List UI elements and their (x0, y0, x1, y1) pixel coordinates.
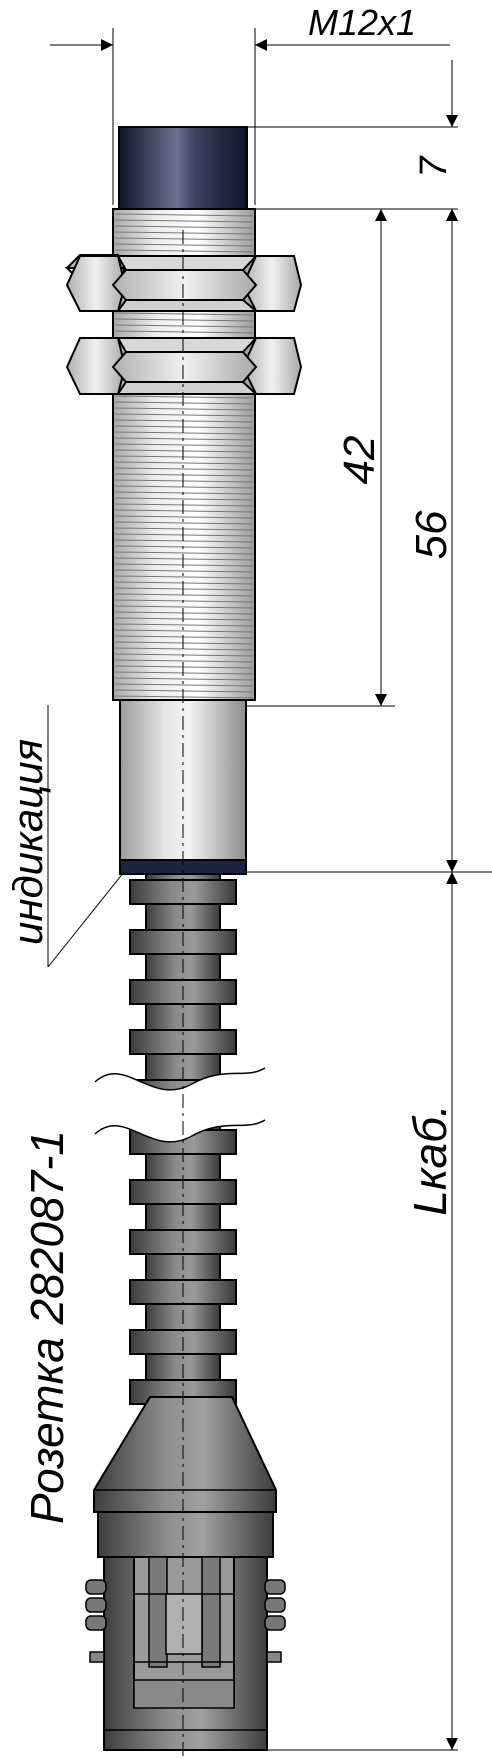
thread-lines (114, 213, 254, 699)
thread-line (114, 617, 254, 621)
break-mark (95, 1068, 265, 1142)
thread-line (114, 491, 254, 495)
thread-line (114, 473, 254, 477)
thread-line (114, 497, 254, 501)
thread-line (114, 219, 254, 223)
thread-line (114, 647, 254, 651)
dim-56-label: 56 (407, 510, 456, 559)
thread-line (114, 635, 254, 639)
thread-line (114, 437, 254, 441)
thread-line (114, 557, 254, 561)
thread-line (114, 407, 254, 411)
thread-line (114, 243, 254, 247)
lower-nut (65, 337, 303, 395)
thread-line (114, 611, 254, 615)
thread-line (114, 605, 254, 609)
thread-line (114, 318, 254, 322)
thread-line (114, 449, 254, 453)
upper-nut (64, 254, 303, 312)
thread-line (114, 659, 254, 663)
thread-line (114, 527, 254, 531)
thread-line (114, 485, 254, 489)
indication-leader (47, 705, 125, 968)
thread-line (114, 581, 254, 585)
thread-line (114, 401, 254, 405)
thread-line (114, 443, 254, 447)
thread-line (114, 413, 254, 417)
thread-line (114, 665, 254, 669)
thread-line (114, 312, 254, 316)
socket-label: Розетка 282087-1 (21, 1130, 73, 1524)
thread-line (114, 629, 254, 633)
plug-cone (93, 1396, 277, 1513)
thread-line (114, 587, 254, 591)
thread-line (114, 569, 254, 573)
thread-line (114, 213, 254, 217)
thread-line (114, 467, 254, 471)
thread-line (114, 689, 254, 693)
thread-line (114, 683, 254, 687)
thread-line (114, 671, 254, 675)
thread-line (114, 395, 254, 399)
thread-line (114, 575, 254, 579)
thread-line (114, 324, 254, 328)
thread-line (114, 695, 254, 699)
thread-line (114, 503, 254, 507)
thread-line (114, 521, 254, 525)
thread-line (114, 225, 254, 229)
thread-line (114, 539, 254, 543)
cable-length-label: Lкаб. (404, 1104, 456, 1216)
thread-line (114, 551, 254, 555)
thread-line (114, 599, 254, 603)
thread-line (114, 479, 254, 483)
thread-line (114, 509, 254, 513)
thread-line (114, 533, 254, 537)
dim-7-label: 7 (413, 155, 455, 178)
thread-line (114, 330, 254, 334)
dim-42-label: 42 (335, 436, 384, 485)
thread-line (114, 431, 254, 435)
thread-label: M12x1 (308, 2, 416, 43)
dimension-lines (50, 39, 458, 1750)
thread-line (114, 623, 254, 627)
thread-line (114, 461, 254, 465)
thread-line (114, 237, 254, 241)
thread-line (114, 545, 254, 549)
plug-collar (97, 1511, 274, 1558)
sensing-cap (118, 126, 248, 210)
thread-line (114, 455, 254, 459)
thread-line (114, 425, 254, 429)
thread-line (114, 593, 254, 597)
indication-label: индикация (4, 739, 51, 945)
thread-line (114, 641, 254, 645)
plug-body (85, 1556, 286, 1751)
thread-line (114, 563, 254, 567)
thread-line (114, 419, 254, 423)
thread-line (114, 653, 254, 657)
thread-line (114, 515, 254, 519)
thread-line (114, 677, 254, 681)
thread-line (114, 249, 254, 253)
thread-line (114, 231, 254, 235)
